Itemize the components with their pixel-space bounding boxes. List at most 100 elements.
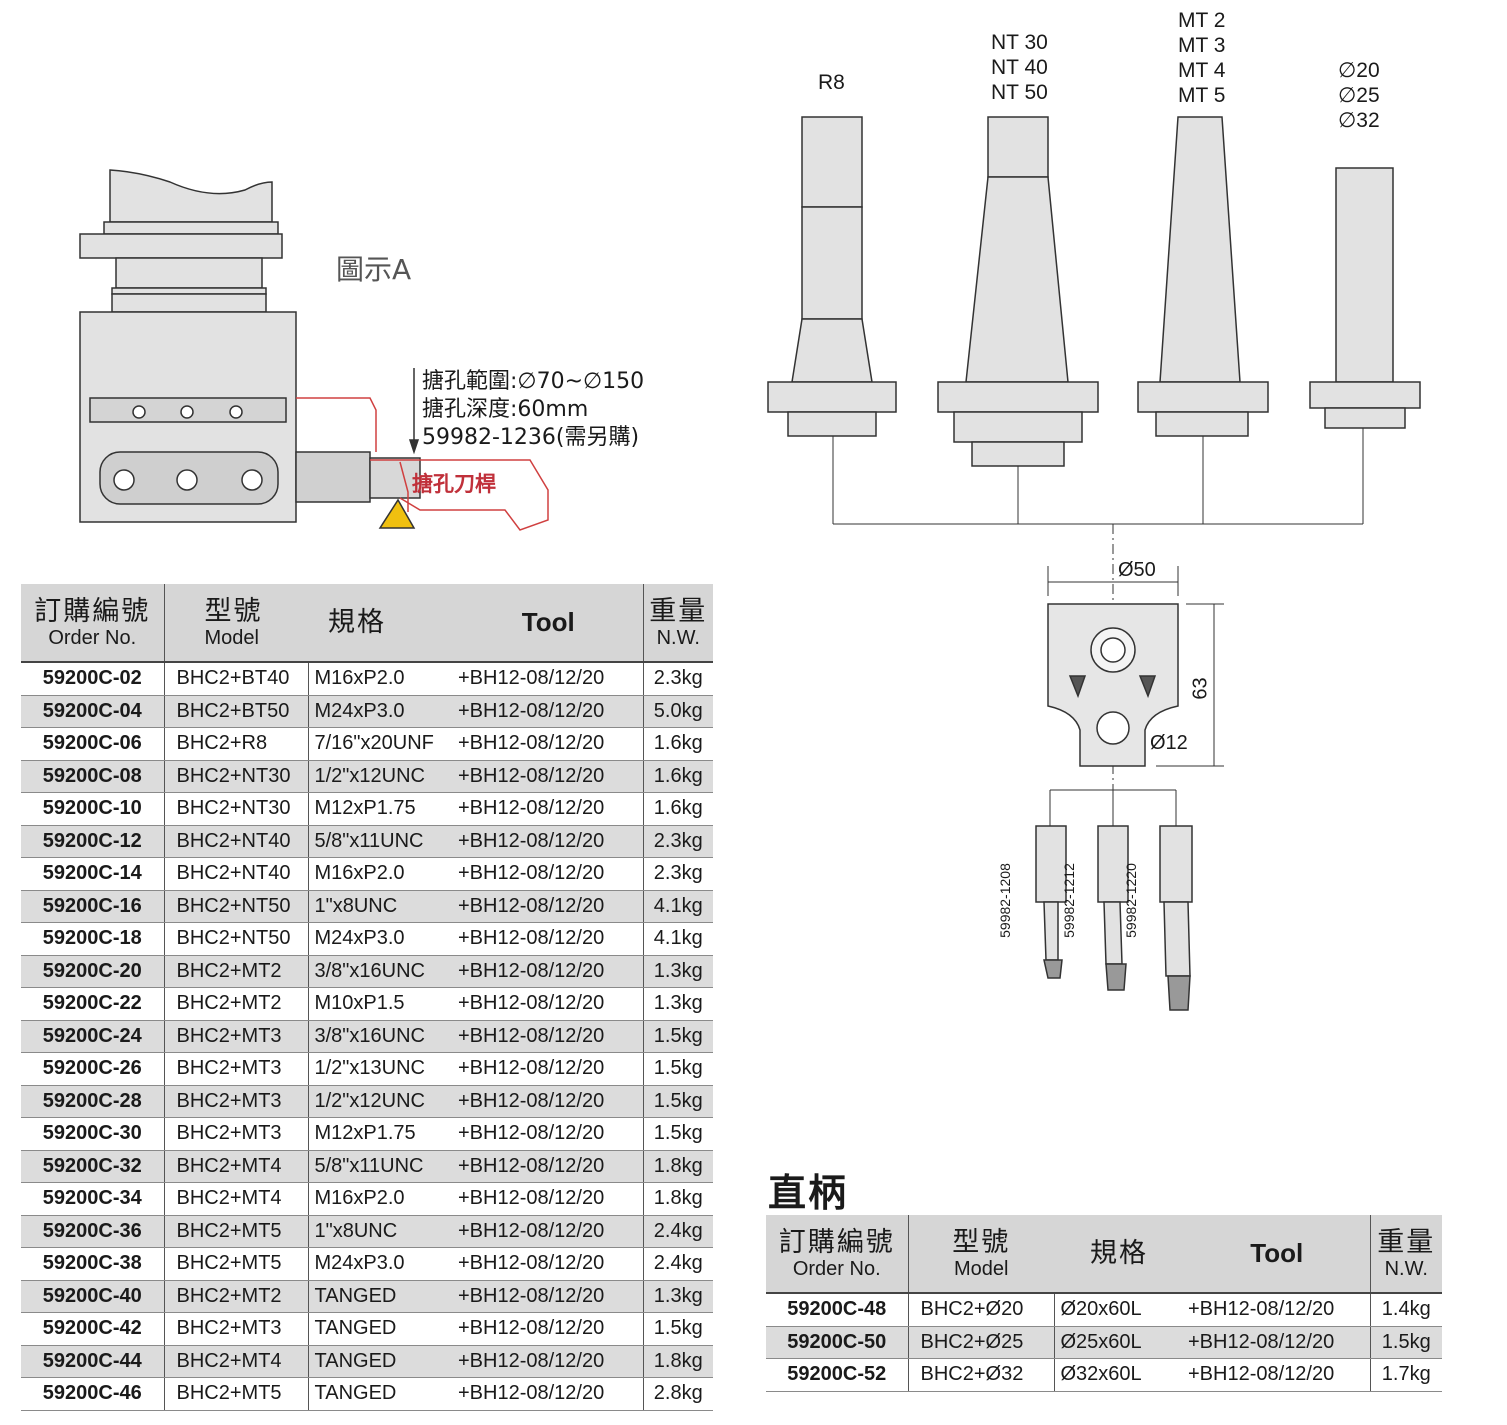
header-model: 型號 Model bbox=[908, 1215, 1054, 1294]
model-cell: BHC2+MT4 bbox=[164, 1345, 309, 1378]
straight-labels: ∅20 ∅25 ∅32 bbox=[1338, 58, 1380, 133]
spec-cell: 1/2"x13UNC bbox=[308, 1052, 454, 1086]
order-no-cell: 59200C-38 bbox=[21, 1247, 165, 1281]
boring-bar-outline bbox=[296, 397, 549, 531]
weight-cell: 1.8kg bbox=[643, 1182, 713, 1216]
model-cell: BHC2+NT40 bbox=[164, 825, 309, 858]
tool-cell: +BH12-08/12/20 bbox=[1184, 1358, 1371, 1392]
tool-cell: +BH12-08/12/20 bbox=[454, 955, 644, 988]
tool-cell: +BH12-08/12/20 bbox=[454, 1247, 644, 1281]
nt50-label: NT 50 bbox=[991, 81, 1048, 104]
order-no-cell: 59200C-26 bbox=[21, 1052, 165, 1086]
model-cell: BHC2+MT5 bbox=[164, 1247, 309, 1281]
model-cell: BHC2+MT3 bbox=[164, 1052, 309, 1086]
straight-shank-order-table: 訂購編號 Order No. 型號 Model 規格 Tool 重量 N.W. … bbox=[766, 1215, 1442, 1392]
weight-cell: 1.3kg bbox=[643, 955, 713, 988]
order-no-cell: 59200C-10 bbox=[21, 792, 165, 826]
order-no-cell: 59200C-42 bbox=[21, 1312, 165, 1346]
weight-cell: 2.4kg bbox=[643, 1215, 713, 1248]
spec-cell: 5/8"x11UNC bbox=[308, 1150, 454, 1183]
order-no-cell: 59200C-02 bbox=[21, 662, 165, 696]
spec-cell: 3/8"x16UNC bbox=[308, 1020, 454, 1053]
order-no-cell: 59200C-30 bbox=[21, 1117, 165, 1151]
weight-cell: 1.5kg bbox=[643, 1117, 713, 1151]
mt4-label: MT 4 bbox=[1178, 59, 1226, 82]
model-cell: BHC2+BT50 bbox=[164, 695, 309, 728]
model-cell: BHC2+MT5 bbox=[164, 1215, 309, 1248]
straight-shank-drawing bbox=[1309, 167, 1421, 429]
weight-cell: 1.8kg bbox=[643, 1345, 713, 1378]
spec-cell: M24xP3.0 bbox=[308, 1247, 454, 1281]
order-no-cell: 59200C-22 bbox=[21, 987, 165, 1021]
order-no-cell: 59200C-48 bbox=[766, 1293, 909, 1327]
tool-cell: +BH12-08/12/20 bbox=[454, 1280, 644, 1313]
boring-bar-1208-drawing bbox=[1035, 825, 1067, 979]
boring-depth-note: 搪孔深度:60mm bbox=[422, 397, 589, 422]
weight-cell: 5.0kg bbox=[643, 695, 713, 728]
dia25-label: ∅25 bbox=[1338, 84, 1380, 107]
spec-cell: M10xP1.5 bbox=[308, 987, 454, 1021]
tool-cell: +BH12-08/12/20 bbox=[454, 792, 644, 826]
tool-cell: +BH12-08/12/20 bbox=[1184, 1293, 1371, 1327]
header-tool: Tool bbox=[454, 584, 644, 663]
tool-cell: +BH12-08/12/20 bbox=[454, 1117, 644, 1151]
weight-cell: 1.5kg bbox=[643, 1085, 713, 1118]
order-no-cell: 59200C-14 bbox=[21, 857, 165, 891]
model-cell: BHC2+Ø25 bbox=[908, 1326, 1055, 1359]
tool-cell: +BH12-08/12/20 bbox=[454, 1052, 644, 1086]
weight-cell: 1.5kg bbox=[643, 1312, 713, 1346]
weight-cell: 1.6kg bbox=[643, 792, 713, 826]
model-cell: BHC2+R8 bbox=[164, 727, 309, 761]
table-header-row: 訂購編號 Order No. 型號 Model 規格 Tool 重量 N.W. bbox=[766, 1215, 1442, 1294]
bar-part-note: 59982-1236(需另購) bbox=[422, 425, 640, 450]
order-no-cell: 59200C-32 bbox=[21, 1150, 165, 1183]
nt-labels: NT 30 NT 40 NT 50 bbox=[991, 30, 1048, 105]
spec-cell: TANGED bbox=[308, 1312, 454, 1346]
spec-cell: 5/8"x11UNC bbox=[308, 825, 454, 858]
spec-cell: 1"x8UNC bbox=[308, 1215, 454, 1248]
mt5-label: MT 5 bbox=[1178, 84, 1226, 107]
tool-cell: +BH12-08/12/20 bbox=[454, 1345, 644, 1378]
header-weight: 重量 N.W. bbox=[1370, 1215, 1442, 1294]
bar-1212-label: 59982-1212 bbox=[1060, 863, 1077, 938]
order-no-cell: 59200C-12 bbox=[21, 825, 165, 858]
nt-shank-drawing bbox=[937, 116, 1099, 467]
spec-cell: M16xP2.0 bbox=[308, 857, 454, 891]
order-no-cell: 59200C-36 bbox=[21, 1215, 165, 1248]
model-cell: BHC2+Ø32 bbox=[908, 1358, 1055, 1392]
header-tool: Tool bbox=[1184, 1215, 1371, 1294]
weight-cell: 1.5kg bbox=[643, 1052, 713, 1086]
insert-icon bbox=[378, 498, 416, 529]
spec-cell: M16xP2.0 bbox=[308, 662, 454, 696]
model-cell: BHC2+NT50 bbox=[164, 922, 309, 956]
model-cell: BHC2+NT40 bbox=[164, 857, 309, 891]
spec-cell: Ø32x60L bbox=[1054, 1358, 1184, 1392]
weight-cell: 1.3kg bbox=[643, 987, 713, 1021]
tool-cell: +BH12-08/12/20 bbox=[454, 1182, 644, 1216]
tool-cell: +BH12-08/12/20 bbox=[454, 825, 644, 858]
model-cell: BHC2+NT30 bbox=[164, 792, 309, 826]
order-no-cell: 59200C-08 bbox=[21, 760, 165, 793]
r8-shank-drawing bbox=[767, 116, 897, 437]
spec-cell: TANGED bbox=[308, 1377, 454, 1411]
weight-cell: 1.3kg bbox=[643, 1280, 713, 1313]
weight-cell: 1.6kg bbox=[643, 727, 713, 761]
weight-cell: 2.8kg bbox=[643, 1377, 713, 1411]
weight-cell: 1.4kg bbox=[1370, 1293, 1442, 1327]
spec-cell: M24xP3.0 bbox=[308, 695, 454, 728]
